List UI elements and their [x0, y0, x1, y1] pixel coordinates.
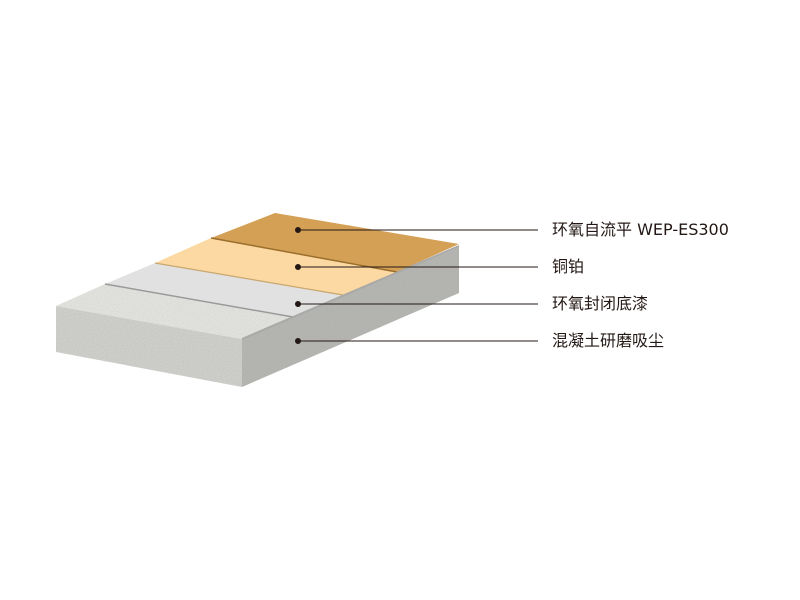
primer-layer	[105, 263, 343, 317]
copper-foil-edge	[154, 262, 344, 296]
concrete-texture	[56, 284, 293, 339]
leader-dot	[295, 227, 301, 233]
leader-dot	[295, 338, 301, 344]
concrete-texture	[56, 306, 242, 387]
label-primer: 环氧封闭底漆	[552, 294, 649, 313]
copper-foil-layer	[155, 238, 397, 295]
label-concrete: 混凝土研磨吸尘	[552, 331, 665, 350]
primer-edge	[104, 283, 294, 318]
leader-dot	[295, 301, 301, 307]
side-layer-edge	[241, 245, 460, 340]
self-leveling-edge	[210, 237, 398, 273]
self-leveling-layer	[211, 213, 459, 272]
label-self-leveling: 环氧自流平 WEP-ES300	[552, 220, 729, 239]
concrete-texture	[242, 247, 459, 387]
leader-dot	[295, 264, 301, 270]
label-copper-foil: 铜铂	[552, 257, 585, 276]
